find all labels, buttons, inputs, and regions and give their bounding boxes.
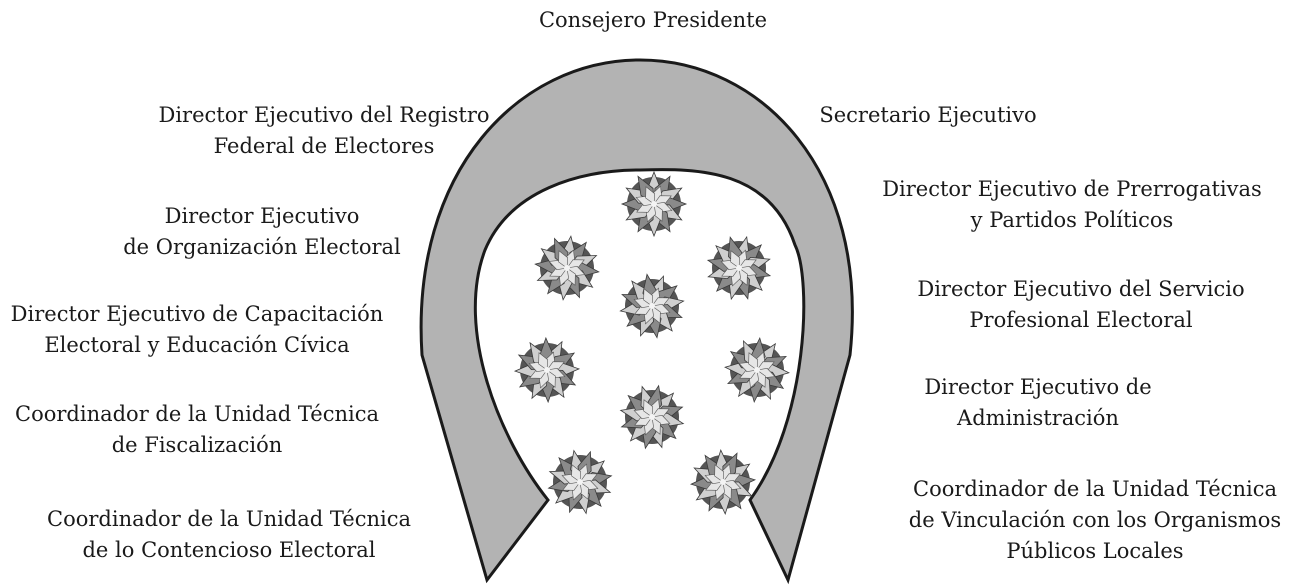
label-secretario-ejecutivo: Secretario Ejecutivo <box>819 103 1037 127</box>
succulent-plant-icon <box>619 384 685 450</box>
succulent-plant-icon <box>513 336 581 404</box>
plants-group <box>513 170 790 516</box>
succulent-plant-icon <box>706 235 772 301</box>
succulent-plant-icon <box>534 235 600 301</box>
succulent-plant-icon <box>620 170 688 238</box>
succulent-plant-icon <box>547 449 613 515</box>
succulent-plant-icon <box>619 273 685 339</box>
succulent-plant-icon <box>689 448 757 516</box>
title-consejero-presidente: Consejero Presidente <box>538 8 768 32</box>
succulent-plant-icon <box>724 337 790 403</box>
horseshoe-table <box>419 58 854 585</box>
